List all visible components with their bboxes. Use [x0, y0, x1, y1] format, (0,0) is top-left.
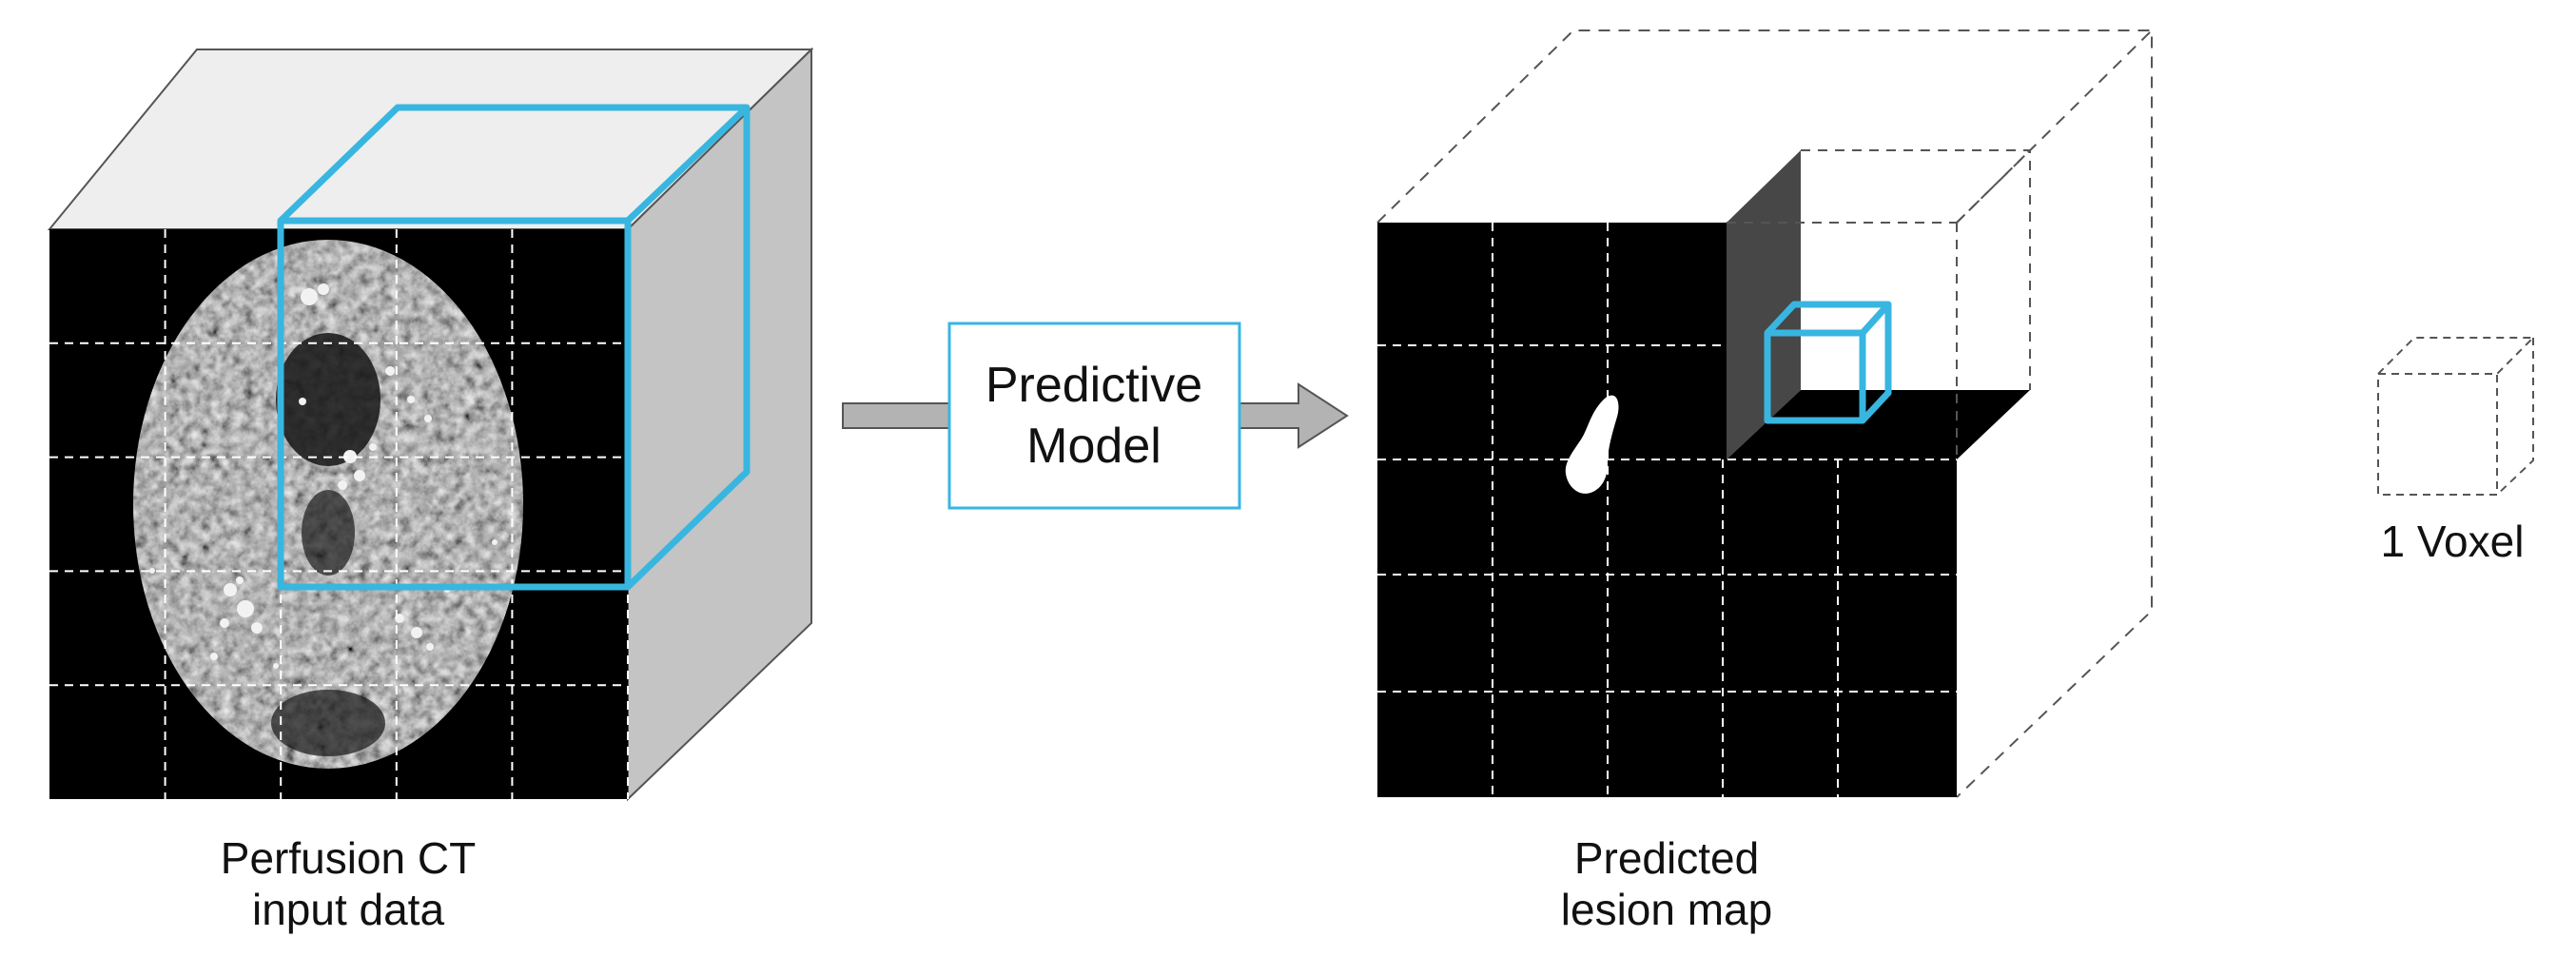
lesion-blob	[1565, 395, 1619, 494]
lesion-map-volume: Predicted lesion map	[1376, 29, 2153, 934]
subblock-shaded-plane	[1727, 150, 1801, 459]
brain-scan-image	[133, 240, 523, 769]
model-label-line2: Model	[1026, 419, 1161, 474]
predicted-voxel-cube	[1764, 301, 1892, 424]
predictive-model-box: Predictive Model	[947, 322, 1241, 510]
subblock-outline	[1727, 149, 2031, 459]
model-label-line1: Predictive	[986, 358, 1202, 413]
ct-sample-patch-cube	[277, 104, 751, 591]
ct-input-caption-line1: Perfusion CT	[221, 833, 476, 883]
lesion-map-slab	[1377, 223, 1957, 797]
voxel-legend-cube	[2377, 337, 2536, 496]
ct-input-caption-line2: input data	[252, 885, 444, 934]
voxel-legend: 1 Voxel	[2377, 337, 2536, 566]
lesion-map-caption-line2: lesion map	[1561, 885, 1772, 934]
lesion-volume-outline	[1376, 29, 2153, 798]
lesion-map-caption-line1: Predicted	[1574, 833, 1759, 883]
lesion-map-grid	[1377, 223, 1957, 797]
voxel-legend-label: 1 Voxel	[2381, 517, 2525, 566]
subblock-floor	[1727, 390, 2030, 459]
ct-input-volume: Perfusion CT input data	[47, 47, 814, 934]
model-box-frame	[947, 322, 1241, 510]
